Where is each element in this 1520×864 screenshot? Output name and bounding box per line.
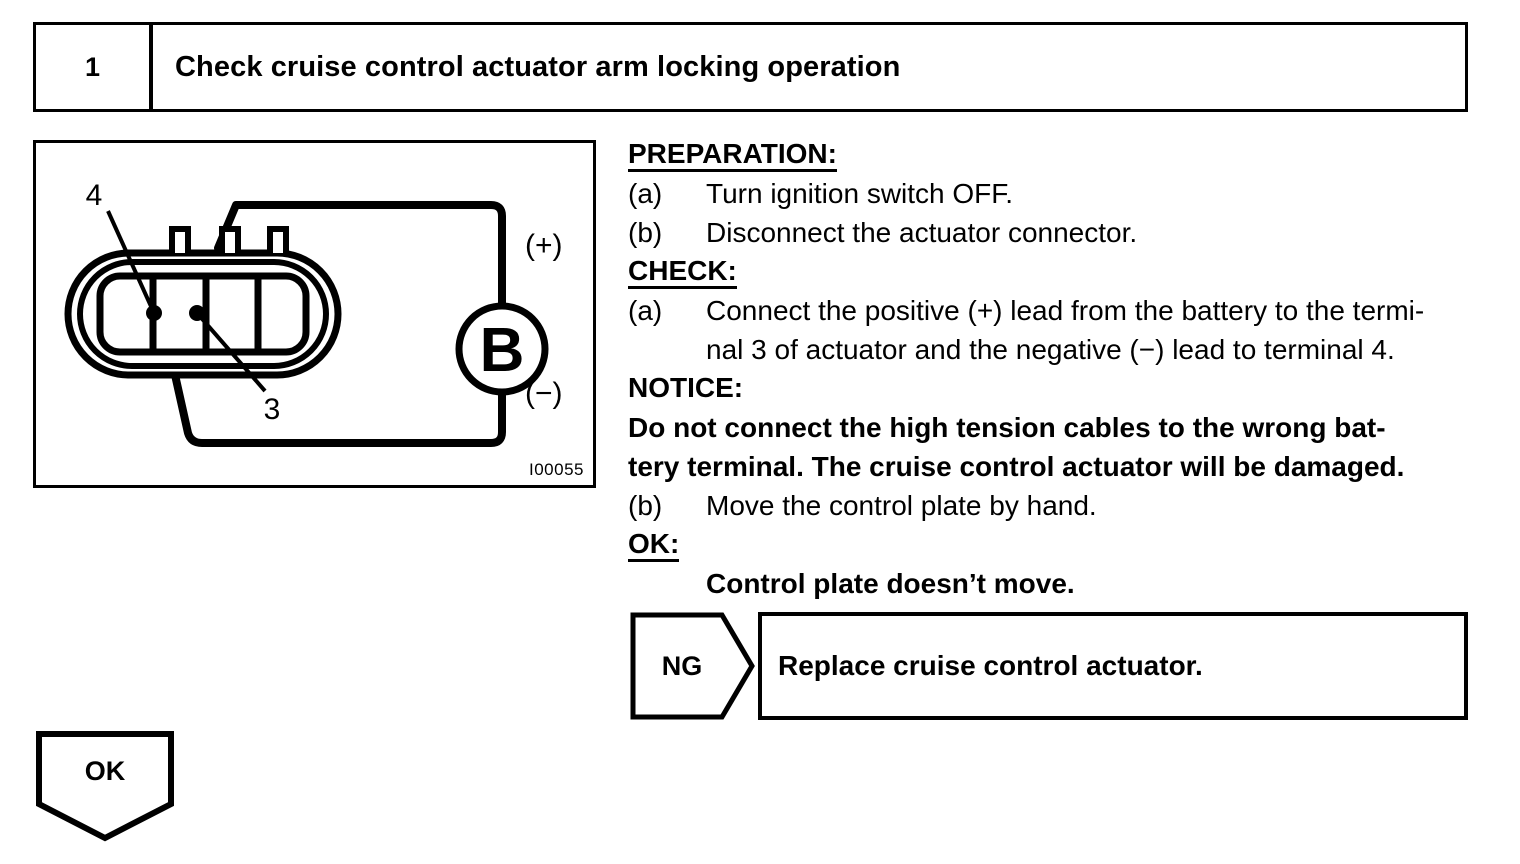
ok-arrow-container: OK — [35, 730, 175, 842]
step-title: Check cruise control actuator arm lockin… — [175, 50, 901, 83]
prep-a-text: Turn ignition switch OFF. — [706, 178, 1014, 209]
check-item-a-continued: nal 3 of actuator and the negative (−) l… — [628, 334, 1478, 373]
ng-flow-row: NG Replace cruise control actuator. — [630, 612, 1468, 720]
ng-chevron-shape — [630, 612, 755, 720]
leader-line-4 — [106, 210, 156, 314]
check-a-text-line2: nal 3 of actuator and the negative (−) l… — [706, 334, 1395, 365]
connector-tab-1 — [169, 226, 191, 253]
preparation-item-b: (b) Disconnect the actuator connector. — [628, 217, 1478, 256]
check-b-text: Move the control plate by hand. — [706, 490, 1097, 521]
instructions-column: PREPARATION: (a) Turn ignition switch OF… — [628, 139, 1478, 607]
ok-arrow-shape — [36, 731, 174, 842]
connector-tab-2 — [219, 226, 241, 253]
check-a-text-line1: Connect the positive (+) lead from the b… — [706, 295, 1425, 326]
notice-heading: NOTICE: — [628, 372, 744, 403]
notice-line-1: Do not connect the high tension cables t… — [628, 412, 1478, 451]
check-item-b: (b) Move the control plate by hand. — [628, 490, 1478, 529]
negative-wire — [165, 344, 506, 447]
ok-heading: OK: — [628, 529, 680, 563]
step-header: 1 Check cruise control actuator arm lock… — [33, 22, 1468, 112]
preparation-item-a: (a) Turn ignition switch OFF. — [628, 178, 1478, 217]
check-item-a: (a) Connect the positive (+) lead from t… — [628, 295, 1478, 334]
leader-line-3 — [195, 311, 267, 393]
prep-b-text: Disconnect the actuator connector. — [706, 217, 1138, 248]
terminal-dot-3 — [189, 305, 205, 321]
positive-wire — [214, 201, 506, 312]
ng-result-box: Replace cruise control actuator. — [758, 612, 1468, 720]
ng-label: NG — [661, 650, 703, 681]
check-heading-row: CHECK: — [628, 256, 1478, 295]
check-heading: CHECK: — [628, 256, 737, 290]
check-b-label: (b) — [628, 490, 663, 521]
notice-line-2: tery terminal. The cruise control actuat… — [628, 451, 1478, 490]
check-a-label: (a) — [628, 295, 663, 326]
negative-terminal-label: (−) — [525, 377, 563, 410]
terminal-label-4: 4 — [86, 179, 103, 212]
notice-heading-row: NOTICE: — [628, 373, 1478, 412]
terminal-label-3: 3 — [264, 393, 281, 426]
positive-terminal-label: (+) — [525, 229, 563, 262]
preparation-heading-row: PREPARATION: — [628, 139, 1478, 178]
prep-a-label: (a) — [628, 178, 663, 209]
battery-circle — [455, 302, 549, 396]
notice-text-line1: Do not connect the high tension cables t… — [628, 412, 1386, 443]
connector-tab-3 — [267, 226, 289, 253]
ok-result-text: Control plate doesn’t move. — [706, 568, 1075, 599]
ok-result-row: Control plate doesn’t move. — [628, 568, 1478, 607]
ok-label: OK — [84, 755, 126, 786]
figure-id-code: I00055 — [529, 460, 584, 479]
notice-text-line2: tery terminal. The cruise control actuat… — [628, 451, 1405, 482]
step-number: 1 — [36, 25, 153, 109]
preparation-heading: PREPARATION: — [628, 139, 837, 173]
prep-b-label: (b) — [628, 217, 663, 248]
terminal-dot-4 — [146, 305, 162, 321]
actuator-connector-diagram: 4 3 B (+) (−) — [64, 179, 563, 447]
ok-heading-row: OK: — [628, 529, 1478, 568]
figure-panel: 4 3 B (+) (−) I00055 — [33, 140, 596, 488]
battery-symbol-letter: B — [480, 316, 525, 385]
ng-result-text: Replace cruise control actuator. — [778, 650, 1203, 681]
